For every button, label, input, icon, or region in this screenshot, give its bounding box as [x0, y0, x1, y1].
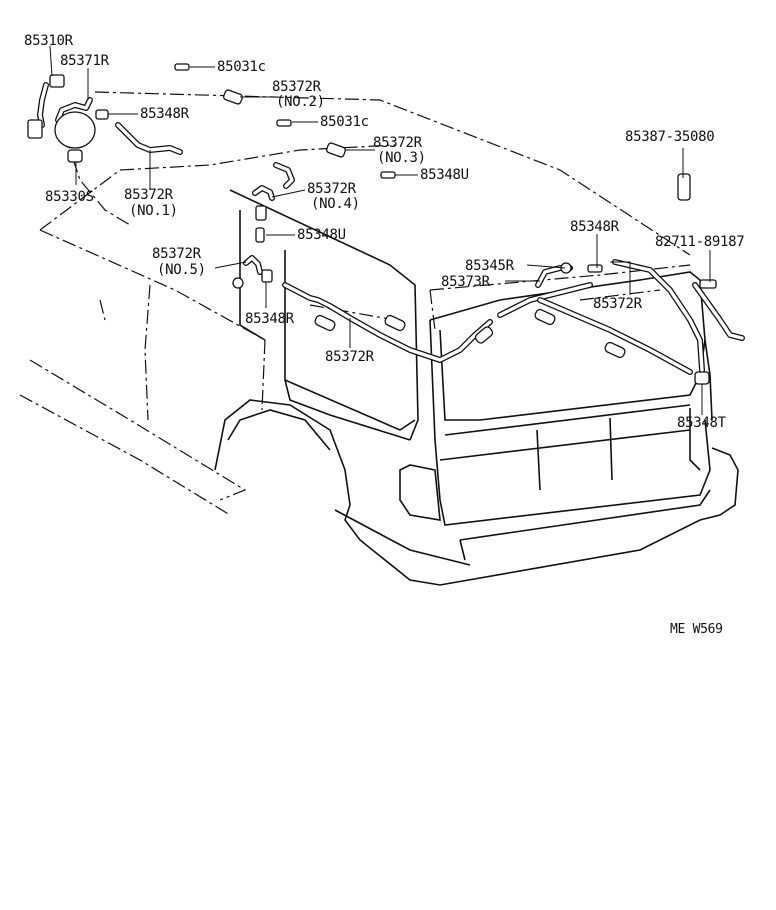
- diagram-code: ME W569: [670, 622, 723, 637]
- label-85372R-center: 85372R: [325, 349, 374, 365]
- label-85387-35080: 85387-35080: [625, 129, 715, 145]
- label-85348R-right: 85348R: [570, 219, 619, 235]
- label-85348R-lower: 85348R: [245, 311, 294, 327]
- vehicle-body: [214, 189, 739, 586]
- label-85372R-no4: 85372R: [307, 181, 356, 197]
- label-85372R-right: 85372R: [593, 296, 642, 312]
- hoses: [37, 82, 745, 375]
- label-85330S: 85330S: [45, 189, 94, 205]
- label-85348R-upper: 85348R: [140, 106, 189, 122]
- label-85372R-no3: 85372R: [373, 135, 422, 151]
- label-85348U-lower: 85348U: [297, 227, 346, 243]
- label-85345R: 85345R: [465, 258, 514, 274]
- label-no1: (NO.1): [129, 203, 178, 219]
- label-no2: (NO.2): [276, 94, 325, 110]
- small-parts: [27, 63, 717, 385]
- label-85371R: 85371R: [60, 53, 109, 69]
- label-85310R: 85310R: [24, 33, 73, 49]
- label-82711-89187: 82711-89187: [655, 234, 745, 250]
- label-85373R: 85373R: [441, 274, 490, 290]
- label-85372R-no1: 85372R: [124, 187, 173, 203]
- vehicle-outline: [19, 91, 691, 516]
- label-85348T: 85348T: [677, 415, 726, 431]
- label-85372R-no2: 85372R: [272, 79, 321, 95]
- leader-lines: [49, 45, 711, 415]
- label-no5: (NO.5): [157, 262, 206, 278]
- label-85031c-lower: 85031c: [320, 114, 369, 130]
- label-85348U-upper: 85348U: [420, 167, 469, 183]
- label-85372R-no5: 85372R: [152, 246, 201, 262]
- label-no4: (NO.4): [311, 196, 360, 212]
- label-no3: (NO.3): [377, 150, 426, 166]
- label-85031c-upper: 85031c: [217, 59, 266, 75]
